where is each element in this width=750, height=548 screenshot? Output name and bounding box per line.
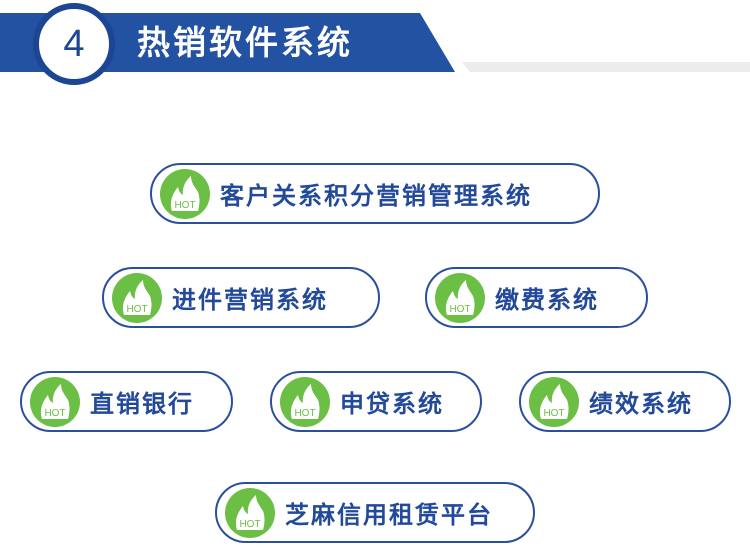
hot-label: HOT	[543, 408, 564, 419]
hot-label: HOT	[294, 408, 315, 419]
hot-label: HOT	[174, 200, 195, 211]
item-label: 绩效系统	[589, 390, 693, 418]
software-item[interactable]: HOT 直销银行	[20, 371, 233, 432]
hot-flame-icon: HOT	[112, 272, 162, 323]
hot-flame-icon: HOT	[529, 376, 579, 427]
software-item[interactable]: HOT 进件营销系统	[102, 267, 380, 328]
hot-label: HOT	[239, 519, 260, 530]
software-item[interactable]: HOT 绩效系统	[519, 371, 731, 432]
hot-flame-icon: HOT	[225, 487, 275, 538]
item-label: 进件营销系统	[172, 286, 328, 314]
hot-flame-icon: HOT	[160, 168, 210, 219]
hot-flame-icon: HOT	[435, 272, 485, 323]
hot-flame-icon: HOT	[280, 376, 330, 427]
header-underline	[462, 62, 750, 72]
software-item[interactable]: HOT 缴费系统	[425, 267, 648, 328]
page-title: 热销软件系统	[137, 23, 353, 62]
item-label: 芝麻信用租赁平台	[285, 501, 493, 529]
item-label: 客户关系积分营销管理系统	[220, 182, 532, 210]
item-label: 申贷系统	[340, 390, 444, 418]
hot-label: HOT	[44, 408, 65, 419]
hot-label: HOT	[449, 304, 470, 315]
software-item[interactable]: HOT 客户关系积分营销管理系统	[150, 163, 600, 224]
item-label: 直销银行	[90, 390, 194, 418]
hot-flame-icon: HOT	[30, 376, 80, 427]
hot-label: HOT	[126, 304, 147, 315]
software-item[interactable]: HOT 申贷系统	[270, 371, 482, 432]
item-label: 缴费系统	[495, 286, 599, 314]
section-number: 4	[33, 3, 115, 85]
software-item[interactable]: HOT 芝麻信用租赁平台	[215, 482, 535, 543]
